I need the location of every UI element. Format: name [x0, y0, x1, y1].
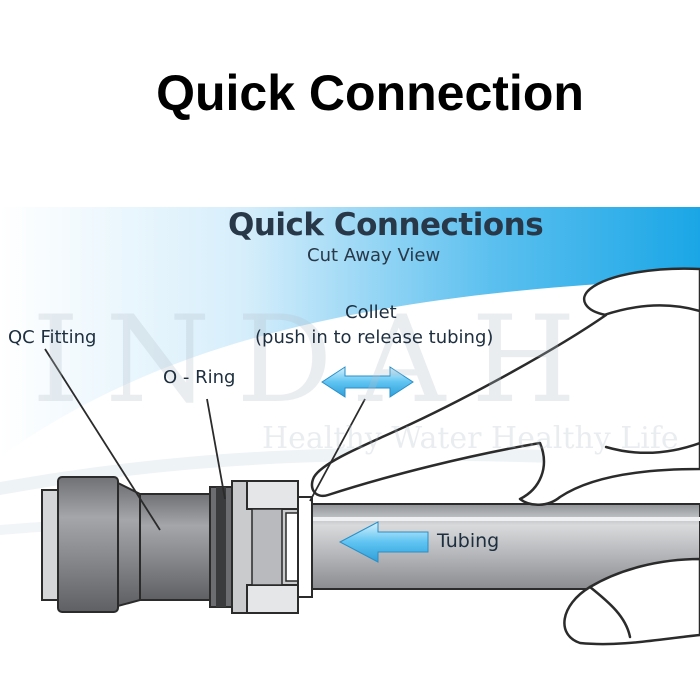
leader-o-ring	[206, 398, 226, 500]
diagram-illustration	[0, 207, 700, 700]
collet	[231, 480, 313, 614]
label-qc-fitting: QC Fitting	[8, 327, 97, 348]
double-arrow-icon	[321, 366, 414, 398]
leader-collet	[309, 398, 366, 502]
o-ring	[209, 486, 233, 608]
qc-fitting	[41, 476, 211, 613]
label-tubing: Tubing	[437, 530, 500, 552]
label-collet-note: (push in to release tubing)	[255, 327, 494, 348]
page-title: Quick Connection	[156, 65, 584, 121]
label-o-ring: O - Ring	[163, 367, 236, 388]
diagram-subtitle: Cut Away View	[307, 245, 441, 266]
left-arrow-icon	[338, 521, 429, 563]
label-collet: Collet	[345, 302, 397, 323]
cutaway-diagram: INDAH Healthy Water Healthy Life Quick C…	[0, 207, 700, 700]
diagram-title: Quick Connections	[228, 207, 544, 243]
leader-qc-fitting	[44, 348, 161, 531]
